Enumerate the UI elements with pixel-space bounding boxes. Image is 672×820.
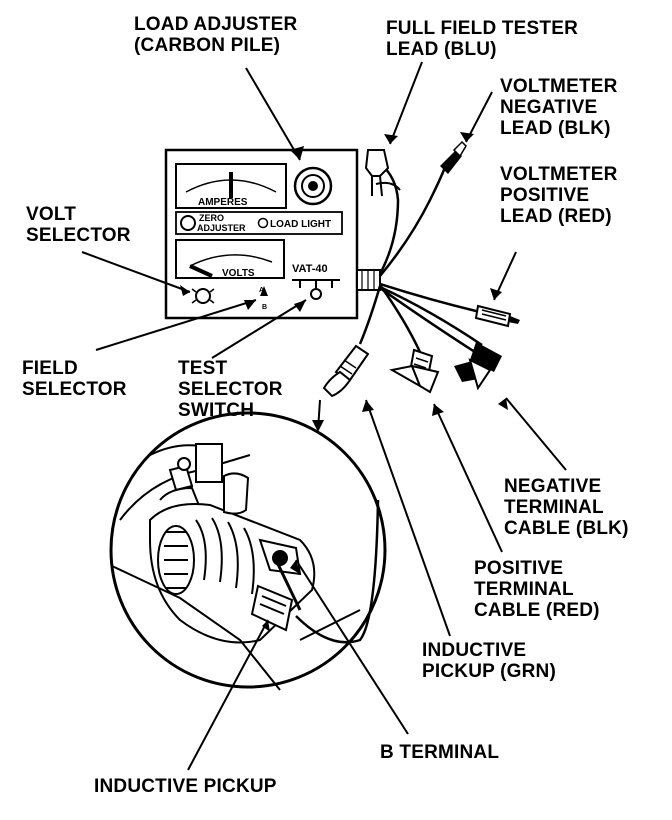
arrowheads bbox=[180, 132, 508, 632]
b-terminal-label: B TERMINAL bbox=[380, 742, 499, 763]
alternator-detail bbox=[109, 411, 387, 691]
voltmeter-negative-clip bbox=[440, 140, 467, 174]
full-field-tester-label: FULL FIELD TESTER LEAD (BLU) bbox=[386, 18, 578, 60]
field-selector-line-2: SELECTOR bbox=[22, 379, 127, 400]
field-selector-line-1: FIELD bbox=[22, 358, 78, 379]
positive-terminal-line-2: TERMINAL bbox=[474, 579, 574, 600]
inductive-pickup-label: INDUCTIVE PICKUP bbox=[94, 776, 277, 797]
voltmeter-negative-line-2: NEGATIVE bbox=[500, 97, 598, 118]
volt-selector-line-1: VOLT bbox=[26, 204, 77, 225]
voltmeter-positive-line-2: POSITIVE bbox=[500, 185, 590, 206]
load-adjuster-line-2: (CARBON PILE) bbox=[134, 35, 281, 56]
positive-terminal-line-3: CABLE (RED) bbox=[474, 600, 600, 621]
inductive-pickup-grn-line-2: PICKUP (GRN) bbox=[422, 661, 556, 682]
adjuster-label: ADJUSTER bbox=[197, 223, 246, 233]
inductive-pickup-clamp bbox=[322, 344, 370, 398]
voltmeter-positive-line-3: LEAD (RED) bbox=[500, 206, 612, 227]
volt-selector-line-2: SELECTOR bbox=[26, 225, 131, 246]
model-label: VAT-40 bbox=[292, 263, 328, 275]
inductive-pickup-grn-line-1: INDUCTIVE bbox=[422, 640, 527, 661]
negative-terminal-label: NEGATIVE TERMINAL CABLE (BLK) bbox=[504, 476, 629, 539]
inductive-pickup-line-1: INDUCTIVE PICKUP bbox=[94, 776, 277, 797]
load-adjuster-line-1: LOAD ADJUSTER bbox=[134, 14, 298, 35]
ammeter-label: AMPERES bbox=[198, 197, 248, 208]
field-mark-a: A bbox=[259, 287, 264, 294]
volt-selector-label: VOLT SELECTOR bbox=[26, 204, 131, 246]
load-adjuster-label: LOAD ADJUSTER (CARBON PILE) bbox=[134, 14, 297, 56]
test-selector-label: TEST SELECTOR SWITCH bbox=[178, 358, 283, 421]
positive-terminal-line-1: POSITIVE bbox=[474, 558, 564, 579]
test-selector-line-3: SWITCH bbox=[178, 400, 255, 421]
negative-terminal-line-2: TERMINAL bbox=[504, 497, 604, 518]
field-mark-b: B bbox=[262, 304, 267, 311]
field-selector-label: FIELD SELECTOR bbox=[22, 358, 127, 400]
load-light-label: LOAD LIGHT bbox=[270, 219, 331, 230]
negative-terminal-line-3: CABLE (BLK) bbox=[504, 518, 629, 539]
adjuster-row: ZERO ADJUSTER LOAD LIGHT bbox=[175, 211, 343, 235]
zero-label: ZERO bbox=[199, 213, 224, 223]
negative-terminal-clamp bbox=[454, 342, 502, 391]
test-selector-switch[interactable] bbox=[292, 279, 340, 300]
full-field-tester-line-1: FULL FIELD TESTER bbox=[386, 18, 578, 39]
pickup-cable bbox=[295, 499, 380, 644]
full-field-lead-clip bbox=[364, 149, 401, 197]
tester-unit: AMPERES ZERO ADJUSTER LOAD LIGHT VOLTS V… bbox=[164, 148, 381, 320]
b-terminal-line-1: B TERMINAL bbox=[380, 742, 500, 763]
field-selector-switch[interactable]: A B bbox=[259, 286, 268, 311]
voltmeter-negative-line-1: VOLTMETER bbox=[500, 76, 618, 97]
load-light-icon bbox=[257, 217, 269, 229]
cables bbox=[358, 160, 483, 356]
ammeter: AMPERES bbox=[175, 163, 287, 209]
voltmeter-positive-label: VOLTMETER POSITIVE LEAD (RED) bbox=[500, 164, 618, 227]
volts-label: VOLTS bbox=[222, 268, 255, 279]
positive-terminal-clamp bbox=[389, 348, 440, 394]
voltmeter: VOLTS bbox=[175, 239, 285, 279]
voltmeter-negative-line-3: LEAD (BLK) bbox=[500, 118, 611, 139]
test-selector-line-1: TEST bbox=[178, 358, 228, 379]
inductive-pickup-grn-label: INDUCTIVE PICKUP (GRN) bbox=[422, 640, 556, 682]
zero-adjuster-knob[interactable] bbox=[180, 215, 196, 231]
test-selector-line-2: SELECTOR bbox=[178, 379, 283, 400]
volt-selector-knob[interactable] bbox=[191, 288, 215, 304]
full-field-tester-line-2: LEAD (BLU) bbox=[386, 39, 497, 60]
voltmeter-negative-label: VOLTMETER NEGATIVE LEAD (BLK) bbox=[500, 76, 618, 139]
negative-terminal-line-1: NEGATIVE bbox=[504, 476, 602, 497]
voltmeter-positive-line-1: VOLTMETER bbox=[500, 164, 618, 185]
voltmeter-positive-clip bbox=[474, 304, 520, 328]
positive-terminal-label: POSITIVE TERMINAL CABLE (RED) bbox=[474, 558, 600, 621]
load-adjuster-knob[interactable] bbox=[293, 166, 333, 206]
